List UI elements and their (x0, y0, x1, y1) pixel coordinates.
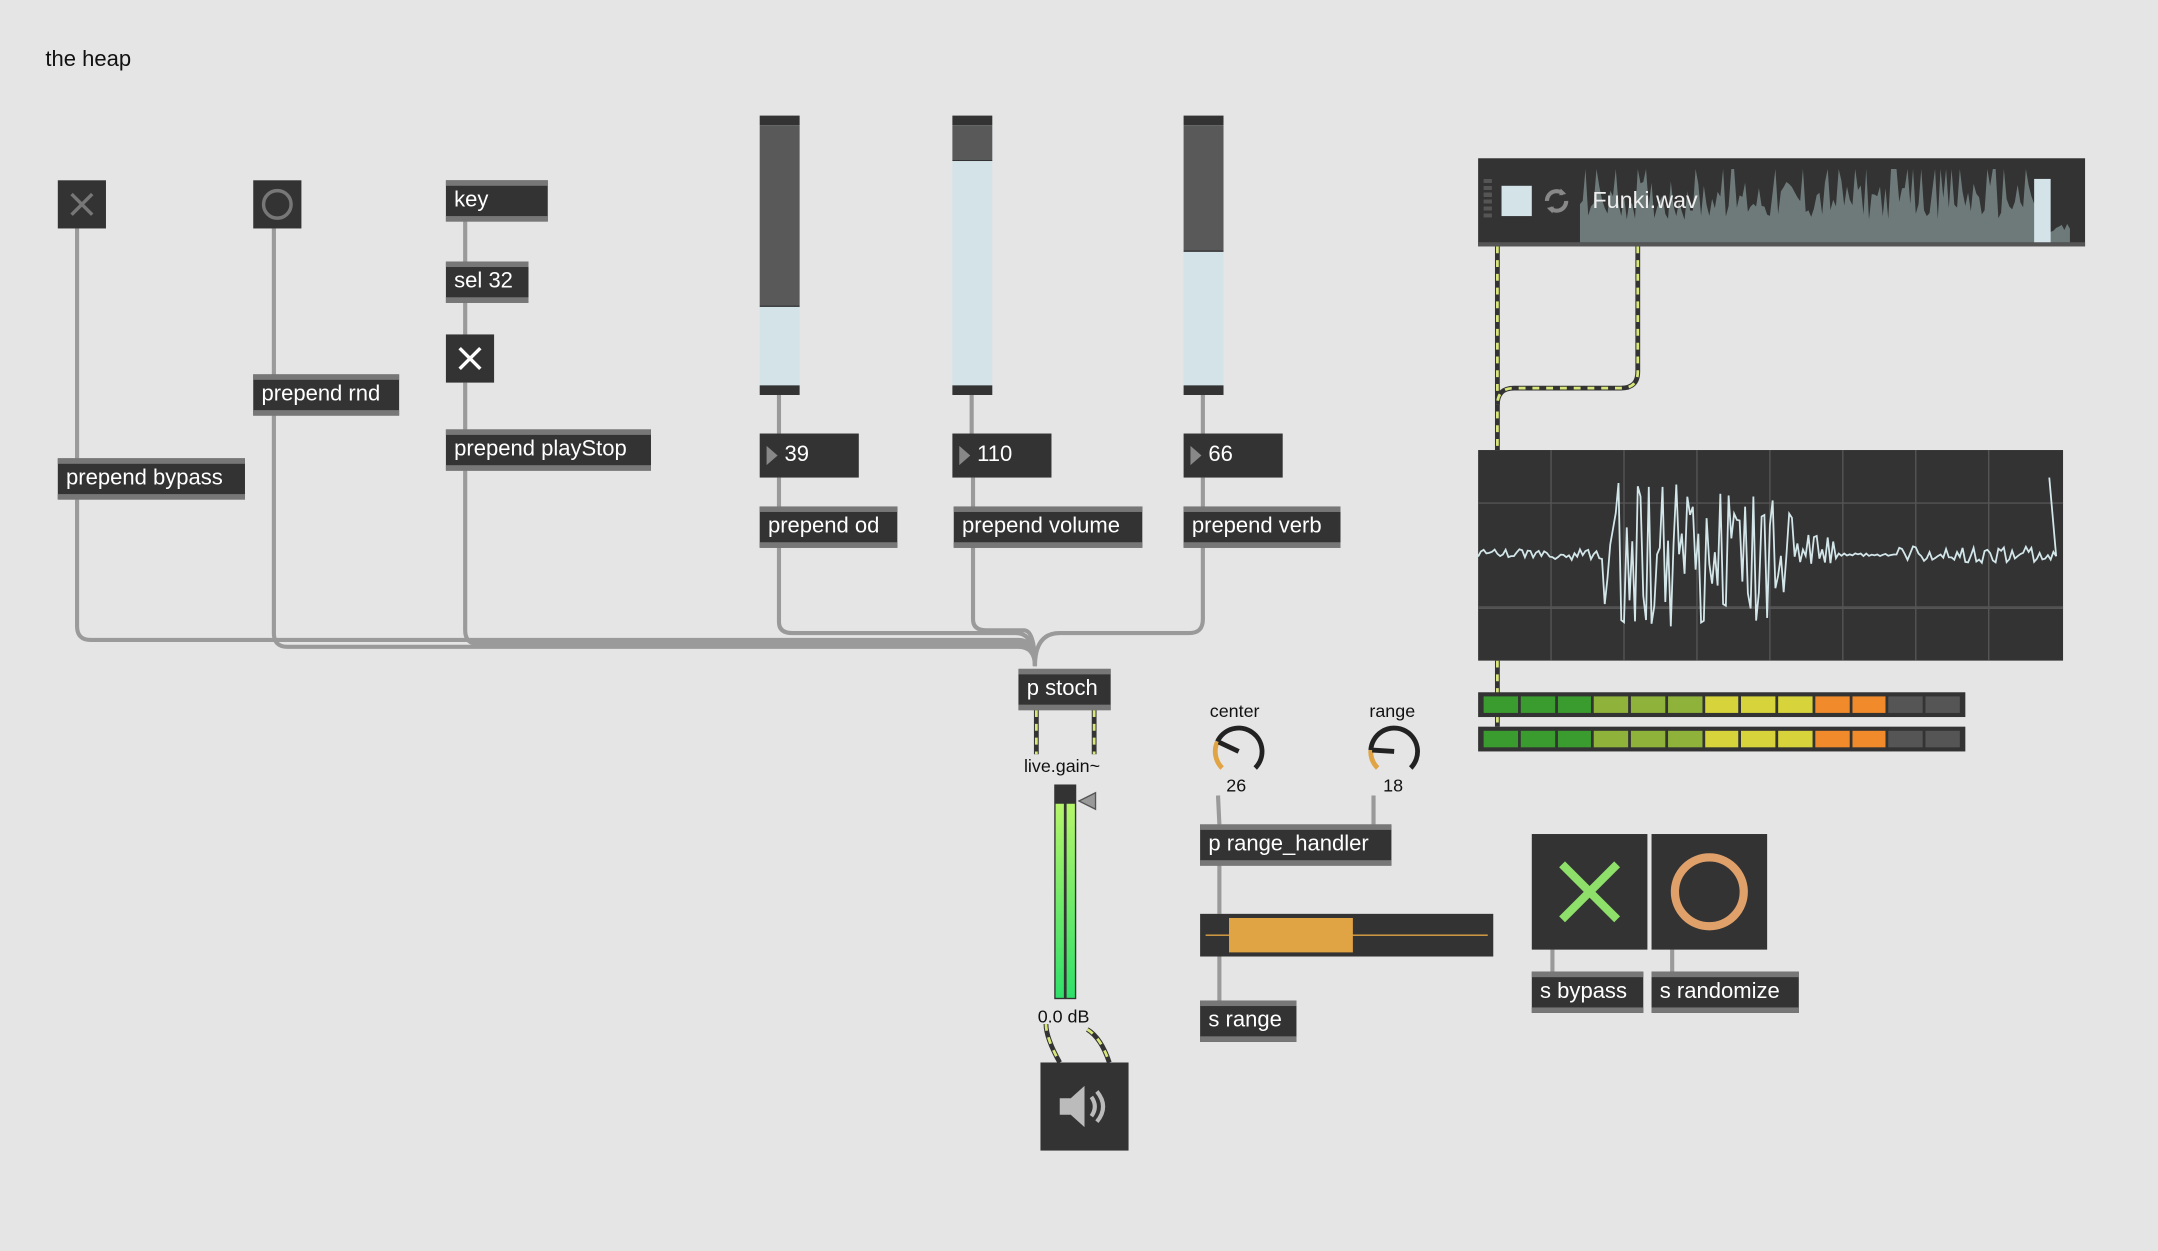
od-number-box[interactable]: 39 (759, 433, 859, 478)
verb-number-value: 66 (1208, 443, 1233, 467)
slider-empty (1183, 125, 1224, 251)
s-randomize-object[interactable]: s randomize (1651, 971, 1799, 1013)
x-icon (70, 192, 94, 216)
meter-segment (1888, 696, 1923, 713)
bypass-toggle[interactable] (57, 180, 106, 229)
s-range-object[interactable]: s range (1200, 1000, 1297, 1042)
playstop-toggle[interactable] (445, 334, 495, 383)
level-meter-right (1478, 726, 1966, 752)
range-slider-band (1229, 917, 1353, 953)
live-gain-slider[interactable] (1054, 784, 1077, 1000)
s-bypass-object[interactable]: s bypass (1531, 971, 1644, 1013)
triangle-icon (766, 445, 778, 466)
meter-segment (1483, 730, 1518, 748)
meter-segment (1594, 730, 1629, 748)
meter-segment (1630, 696, 1666, 713)
od-slider[interactable] (759, 115, 800, 395)
triangle-icon (959, 445, 971, 466)
prepend-volume-object[interactable]: prepend volume (953, 506, 1143, 548)
meter-segment (1815, 730, 1850, 748)
gain-triangle-icon[interactable] (1077, 791, 1097, 813)
meter-segment (1851, 696, 1887, 713)
play-state-square[interactable] (1501, 185, 1532, 217)
verb-number-box[interactable]: 66 (1183, 433, 1283, 478)
p-range-handler-object[interactable]: p range_handler (1200, 824, 1392, 866)
meter-segment (1704, 696, 1739, 713)
key-object[interactable]: key (445, 180, 548, 222)
meter-segment (1778, 696, 1813, 713)
level-meter-left (1478, 692, 1966, 718)
randomize-big-button[interactable] (1651, 834, 1768, 950)
slider-handle (952, 160, 993, 162)
meter-segment (1630, 730, 1666, 748)
prepend-od-object[interactable]: prepend od (759, 506, 898, 548)
meter-segment (1741, 730, 1776, 748)
meter-right (1066, 803, 1075, 998)
meter-segment (1557, 730, 1592, 748)
meter-segment (1704, 730, 1739, 748)
meter-segment (1888, 730, 1923, 748)
meter-left (1055, 803, 1064, 998)
playlist-filename: Funki.wav (1592, 187, 1698, 214)
center-dial-value: 26 (1226, 774, 1247, 796)
speaker-icon (1059, 1085, 1106, 1128)
meter-segment (1520, 696, 1555, 713)
drag-handle-icon[interactable] (1483, 178, 1492, 218)
patcher-title-comment: the heap (45, 48, 132, 72)
randomize-bang-button[interactable] (253, 180, 302, 229)
meter-segment (1557, 696, 1592, 713)
meter-segment (1667, 696, 1702, 713)
center-dial-label: center (1209, 700, 1260, 722)
meter-segment (1851, 730, 1887, 748)
meter-segment (1778, 730, 1813, 748)
p-stoch-object[interactable]: p stoch (1018, 668, 1111, 711)
dial-needle (1372, 747, 1395, 754)
prepend-verb-object[interactable]: prepend verb (1183, 506, 1341, 548)
oscilloscope (1477, 450, 2064, 661)
meter-segment (1925, 696, 1960, 713)
prepend-rnd-object[interactable]: prepend rnd (253, 374, 400, 416)
center-dial[interactable] (1208, 721, 1269, 782)
sel-object[interactable]: sel 32 (445, 261, 529, 303)
slider-handle (759, 305, 800, 307)
meter-segment (1815, 696, 1850, 713)
loop-icon[interactable] (1540, 184, 1573, 217)
slider-empty (759, 125, 800, 306)
meter-segment (1925, 730, 1960, 748)
x-icon (458, 346, 482, 371)
meter-segment (1594, 696, 1629, 713)
ezdac-button[interactable] (1040, 1062, 1129, 1151)
od-number-value: 39 (784, 443, 809, 467)
volume-number-value: 110 (977, 443, 1013, 467)
playlist[interactable]: Funki.wav (1478, 158, 2086, 247)
slider-empty (952, 125, 993, 161)
verb-slider[interactable] (1183, 115, 1224, 395)
volume-slider[interactable] (952, 115, 993, 395)
circle-icon (1670, 853, 1748, 931)
triangle-icon (1190, 445, 1202, 466)
range-slider[interactable] (1200, 913, 1494, 957)
range-dial[interactable] (1364, 721, 1425, 782)
range-dial-value: 18 (1383, 774, 1404, 796)
meter-segment (1483, 696, 1518, 713)
gain-value: 0.0 dB (1037, 1006, 1090, 1027)
gain-label: live.gain~ (1023, 755, 1101, 777)
x-icon (1559, 861, 1621, 923)
dial-needle (1217, 739, 1240, 754)
playlist-waveform (1579, 169, 2070, 243)
meter-segment (1741, 696, 1776, 713)
scope-trace (1477, 450, 2064, 661)
range-dial-label: range (1369, 700, 1416, 722)
volume-number-box[interactable]: 110 (952, 433, 1052, 478)
bypass-big-toggle[interactable] (1531, 834, 1648, 950)
prepend-playstop-object[interactable]: prepend playStop (445, 429, 651, 471)
meter-segment (1520, 730, 1555, 748)
circle-icon (261, 188, 293, 220)
meter-segment (1667, 730, 1702, 748)
prepend-bypass-object[interactable]: prepend bypass (57, 458, 245, 500)
slider-handle (1183, 250, 1224, 252)
